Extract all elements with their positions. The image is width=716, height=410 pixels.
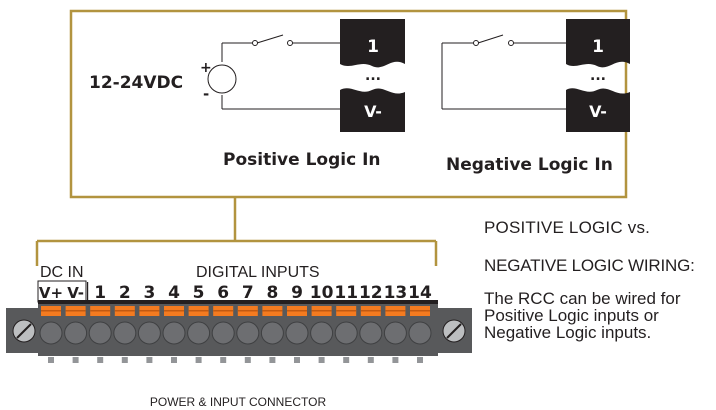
terminal-slot-ridge: [188, 310, 209, 312]
input-pin-label: 14: [408, 283, 432, 303]
input-pin-label: 5: [193, 283, 205, 303]
terminal-hole: [88, 321, 112, 345]
terminal-pad: [48, 357, 54, 363]
terminal-hole: [113, 321, 137, 345]
input-pin-label: 9: [291, 283, 303, 303]
terminal-pad: [343, 357, 350, 363]
input-pin-label: 10: [310, 283, 334, 303]
negative-logic-caption: Negative Logic In: [446, 155, 613, 175]
terminal-slot-ridge: [41, 310, 61, 312]
terminal-slot-ridge: [237, 310, 258, 312]
input-pin-label: 4: [168, 283, 180, 303]
terminal-pad: [269, 357, 276, 363]
switch-contact: [473, 40, 479, 46]
terminal-slot-ridge: [114, 310, 135, 312]
terminal-hole: [359, 321, 383, 345]
terminal-hole: [137, 321, 161, 345]
terminal-slot-ridge: [385, 310, 406, 312]
terminal-block-negative: [566, 19, 630, 132]
terminal-hole: [383, 321, 407, 345]
terminal-pad: [417, 357, 423, 363]
terminal-pad: [294, 357, 300, 363]
input-pin-label: 6: [217, 283, 229, 303]
terminal-pad: [97, 357, 104, 363]
terminal-slot-ridge: [360, 310, 381, 312]
terminal-label-vminus: V-: [364, 102, 382, 121]
terminal-pad: [318, 357, 325, 363]
terminal-hole: [408, 321, 432, 345]
terminal-pad: [121, 357, 128, 363]
terminal-block-positive: [340, 19, 405, 132]
terminal-label-vminus: V-: [589, 102, 607, 121]
connector-caption: POWER & INPUT CONNECTOR: [150, 395, 327, 409]
positive-logic-circuit: [221, 34, 340, 110]
terminal-slot-ridge: [262, 310, 283, 312]
side-body-text: The RCC can be wired for Positive Logic …: [484, 289, 681, 342]
input-pin-label: 8: [266, 283, 278, 303]
terminal-hole: [187, 321, 211, 345]
terminal-hole: [334, 321, 358, 345]
terminal-slot-ridge: [164, 310, 184, 312]
positive-logic-caption: Positive Logic In: [223, 150, 381, 170]
terminal-pad: [244, 357, 251, 363]
voltage-label: 12-24VDC: [89, 73, 183, 93]
terminal-slot-ridge: [65, 310, 86, 312]
terminal-hole: [310, 321, 334, 345]
power-pin-label: V+: [39, 284, 63, 302]
side-heading-2: NEGATIVE LOGIC WIRING:: [484, 256, 695, 275]
terminal-label-1: 1: [592, 37, 604, 57]
input-pin-label: 2: [119, 283, 131, 303]
terminal-label-ellipsis: ...: [365, 68, 381, 84]
terminal-hole: [211, 321, 235, 345]
terminal-label-1: 1: [367, 37, 379, 57]
terminal-pad: [392, 357, 399, 363]
input-pin-label: 1: [94, 283, 106, 303]
terminal-slot-ridge: [139, 310, 160, 312]
input-pin-label: 12: [359, 283, 383, 303]
terminal-pad: [146, 357, 153, 363]
switch-contact: [508, 40, 514, 46]
switch-contact: [252, 40, 258, 46]
side-heading-1: POSITIVE LOGIC vs.: [484, 218, 651, 237]
terminal-slot-ridge: [287, 310, 307, 312]
terminal-hole: [162, 321, 186, 345]
screw-icon-left: [12, 319, 36, 343]
terminal-pad: [367, 357, 374, 363]
terminal-hole: [64, 321, 88, 345]
terminal-slot-ridge: [90, 310, 111, 312]
switch-contact: [287, 40, 293, 46]
plus-sign: +: [200, 60, 212, 76]
digital-inputs-label: DIGITAL INPUTS: [196, 264, 320, 281]
input-pin-label: 7: [242, 283, 254, 303]
pin-slots: [39, 306, 432, 363]
power-pin-label: V-: [67, 284, 84, 302]
terminal-hole: [260, 321, 284, 345]
minus-sign: -: [203, 85, 209, 103]
terminal-pad: [220, 357, 227, 363]
terminal-slot-ridge: [311, 310, 332, 312]
terminal-label-ellipsis: ...: [590, 68, 606, 84]
input-pin-label: 11: [334, 283, 358, 303]
terminal-hole: [39, 321, 63, 345]
terminal-hole: [285, 321, 309, 345]
dc-source-icon: [207, 64, 237, 94]
terminal-slot-ridge: [213, 310, 234, 312]
screw-icon-right: [442, 319, 466, 343]
dc-in-label: DC IN: [40, 264, 84, 281]
input-pin-label: 13: [384, 283, 408, 303]
terminal-pad: [195, 357, 202, 363]
input-pin-label: 3: [143, 283, 155, 303]
terminal-pad: [72, 357, 79, 363]
terminal-pad: [171, 357, 177, 363]
negative-logic-circuit: [441, 34, 566, 110]
terminal-hole: [236, 321, 260, 345]
terminal-slot-ridge: [410, 310, 430, 312]
terminal-slot-ridge: [336, 310, 357, 312]
